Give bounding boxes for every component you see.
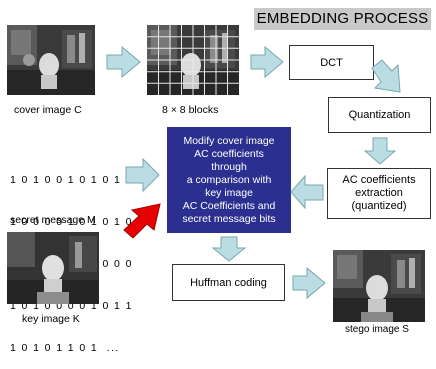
center-line1: Modify cover image (183, 134, 275, 147)
arrow-right-icon (250, 45, 284, 79)
arrow-down-icon (363, 137, 397, 165)
center-line5: key image (205, 186, 253, 199)
huffman-coding-box: Huffman coding (172, 264, 285, 301)
stego-image (333, 250, 425, 322)
ac-extraction-line1: AC coefficients (342, 174, 416, 186)
center-line7: secret message bits (182, 212, 276, 225)
blocks-label: 8 × 8 blocks (162, 104, 219, 116)
arrow-left-icon (290, 174, 324, 210)
cover-image (7, 25, 95, 95)
center-line3: through (211, 160, 247, 173)
key-image-label: key image K (22, 313, 80, 325)
secret-message-label: secret message M (10, 214, 96, 226)
cover-image-label: cover image C (14, 104, 82, 116)
arrow-down-icon (211, 236, 247, 262)
modify-coefficients-box: Modify cover image AC coefficients throu… (167, 127, 291, 233)
quantization-box: Quantization (328, 97, 431, 133)
arrow-diagonal-icon (371, 59, 401, 93)
arrow-right-icon (292, 266, 326, 300)
bits-row: 1 0 1 0 0 0 0 1 0 1 1 (10, 300, 133, 312)
arrow-right-icon (106, 45, 141, 79)
blocks-image (147, 25, 239, 95)
bits-row: 1 0 1 0 0 1 0 1 0 1 1 (10, 174, 133, 186)
bits-row: 1 0 1 0 1 1 0 1 ... (10, 342, 120, 354)
key-image (7, 232, 99, 304)
stego-image-label: stego image S (345, 324, 409, 335)
center-line2: AC coefficients (194, 147, 264, 160)
center-line6: AC Coefficients and (182, 199, 276, 212)
ac-extraction-line3: (quantized) (351, 200, 407, 212)
dct-box: DCT (289, 45, 374, 80)
page-title: EMBEDDING PROCESS (254, 8, 431, 30)
center-line4: a comparison with (186, 173, 272, 186)
ac-extraction-line2: extraction (355, 187, 403, 199)
ac-extraction-box: AC coefficients extraction (quantized) (327, 168, 431, 219)
